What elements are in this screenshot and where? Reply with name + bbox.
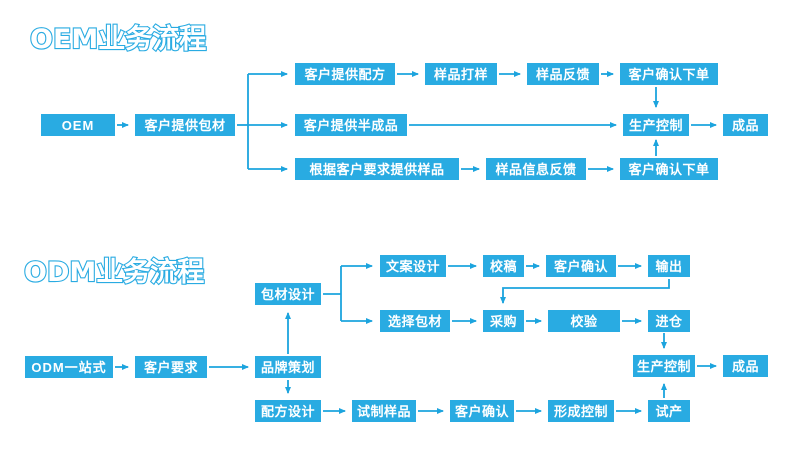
node-label: 成品 — [731, 117, 759, 133]
node-odm-warehouse[interactable]: 进仓 — [648, 310, 690, 332]
node-label: 样品反馈 — [535, 66, 590, 82]
node-odm-brand[interactable]: 品牌策划 — [255, 356, 321, 378]
node-label: 客户确认 — [553, 258, 608, 274]
node-oem-control[interactable]: 生产控制 — [623, 114, 689, 136]
node-odm-copy[interactable]: 文案设计 — [380, 255, 446, 277]
node-oem-order-bot[interactable]: 客户确认下单 — [620, 158, 718, 180]
node-oem-semi[interactable]: 客户提供半成品 — [295, 114, 407, 136]
node-label: 客户提供半成品 — [303, 117, 399, 133]
node-oem-bysample[interactable]: 根据客户要求提供样品 — [295, 158, 459, 180]
node-odm-verify[interactable]: 校验 — [548, 310, 620, 332]
node-odm-proof[interactable]: 校稿 — [483, 255, 524, 277]
node-label: OEM — [61, 117, 95, 133]
node-label: 配方设计 — [260, 403, 315, 419]
node-odm-confirm2[interactable]: 客户确认 — [450, 400, 514, 422]
node-label: 客户确认下单 — [628, 161, 710, 177]
node-odm-require[interactable]: 客户要求 — [135, 356, 207, 378]
node-label: 生产控制 — [636, 358, 691, 374]
node-oem-sample[interactable]: 样品打样 — [425, 63, 497, 85]
node-label: 客户提供包材 — [144, 117, 226, 133]
node-label: 文案设计 — [385, 258, 440, 274]
node-label: 品牌策划 — [260, 359, 315, 375]
node-label: 进仓 — [655, 313, 683, 329]
node-odm-trial[interactable]: 试产 — [648, 400, 690, 422]
node-label: 采购 — [489, 313, 517, 329]
node-odm-packdesign[interactable]: 包材设计 — [255, 283, 321, 305]
node-label: 试制样品 — [356, 403, 411, 419]
node-label: 试产 — [655, 403, 683, 419]
node-oem-formula[interactable]: 客户提供配方 — [295, 63, 395, 85]
node-label: 生产控制 — [628, 117, 683, 133]
node-label: 客户要求 — [143, 359, 198, 375]
node-oem-feedback[interactable]: 样品反馈 — [527, 63, 599, 85]
section-title-odm: ODM业务流程 — [23, 256, 205, 289]
node-label: 客户确认下单 — [628, 66, 710, 82]
node-label: 校验 — [570, 313, 598, 329]
node-label: ODM一站式 — [31, 359, 107, 375]
node-odm-start[interactable]: ODM一站式 — [25, 356, 113, 378]
node-odm-confirm1[interactable]: 客户确认 — [546, 255, 616, 277]
node-label: 样品打样 — [433, 66, 488, 82]
node-odm-formcontrol[interactable]: 形成控制 — [548, 400, 614, 422]
node-label: 输出 — [655, 258, 683, 274]
node-oem-pack[interactable]: 客户提供包材 — [135, 114, 235, 136]
node-oem-infofb[interactable]: 样品信息反馈 — [486, 158, 586, 180]
node-label: 成品 — [731, 358, 759, 374]
node-odm-trysample[interactable]: 试制样品 — [352, 400, 416, 422]
node-label: 根据客户要求提供样品 — [309, 161, 445, 177]
node-label: 客户确认 — [454, 403, 509, 419]
node-odm-choosepack[interactable]: 选择包材 — [380, 310, 450, 332]
node-odm-control[interactable]: 生产控制 — [633, 355, 695, 377]
node-odm-output[interactable]: 输出 — [648, 255, 690, 277]
node-label: 样品信息反馈 — [495, 161, 577, 177]
node-odm-product[interactable]: 成品 — [723, 355, 768, 377]
node-label: 校稿 — [489, 258, 517, 274]
node-label: 客户提供配方 — [304, 66, 386, 82]
node-odm-purchase[interactable]: 采购 — [483, 310, 524, 332]
section-title-oem: OEM业务流程 — [29, 23, 207, 56]
node-odm-formula[interactable]: 配方设计 — [255, 400, 321, 422]
node-oem-start[interactable]: OEM — [41, 114, 115, 136]
node-oem-order-top[interactable]: 客户确认下单 — [620, 63, 718, 85]
node-oem-product[interactable]: 成品 — [723, 114, 768, 136]
node-label: 包材设计 — [260, 286, 315, 302]
arrow-odm-output-purchase — [500, 279, 670, 304]
node-label: 形成控制 — [553, 403, 608, 419]
node-label: 选择包材 — [387, 313, 442, 329]
